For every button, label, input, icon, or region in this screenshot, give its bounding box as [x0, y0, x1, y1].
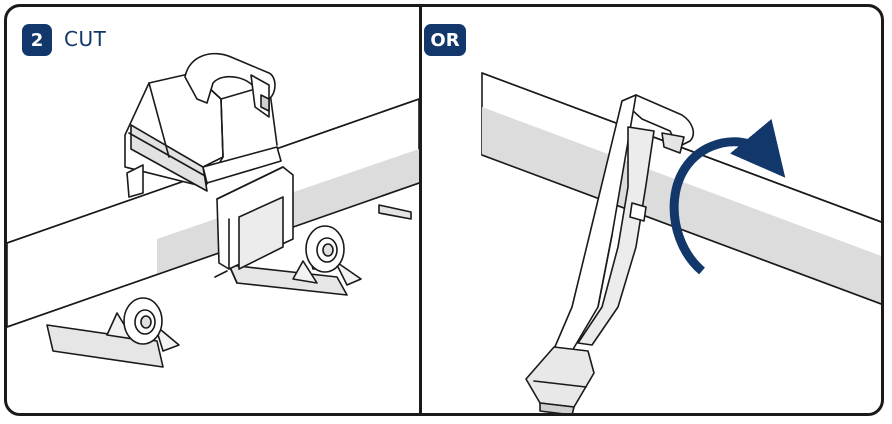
rotation-arrow-icon: [669, 118, 786, 275]
alternative-panel: [422, 7, 881, 413]
back-roller: [305, 225, 345, 273]
pipe-saw-illustration: [7, 52, 419, 368]
cutter-grip: [525, 346, 595, 413]
panel-divider: [419, 7, 422, 413]
cutter-head: [621, 94, 695, 154]
front-roller: [123, 297, 163, 345]
saw-handle: [184, 52, 276, 118]
saw-clamp: [214, 166, 294, 278]
front-roller-stand: [46, 312, 180, 368]
cut-panel: [7, 7, 419, 413]
step-number-badge: 2: [22, 24, 52, 56]
instruction-frame: [4, 4, 884, 416]
step-label: CUT: [64, 27, 107, 51]
or-badge: OR: [424, 24, 466, 56]
pipe-cutter-illustration: [481, 72, 881, 413]
saw-body: [124, 72, 282, 198]
pipe: [481, 72, 881, 305]
